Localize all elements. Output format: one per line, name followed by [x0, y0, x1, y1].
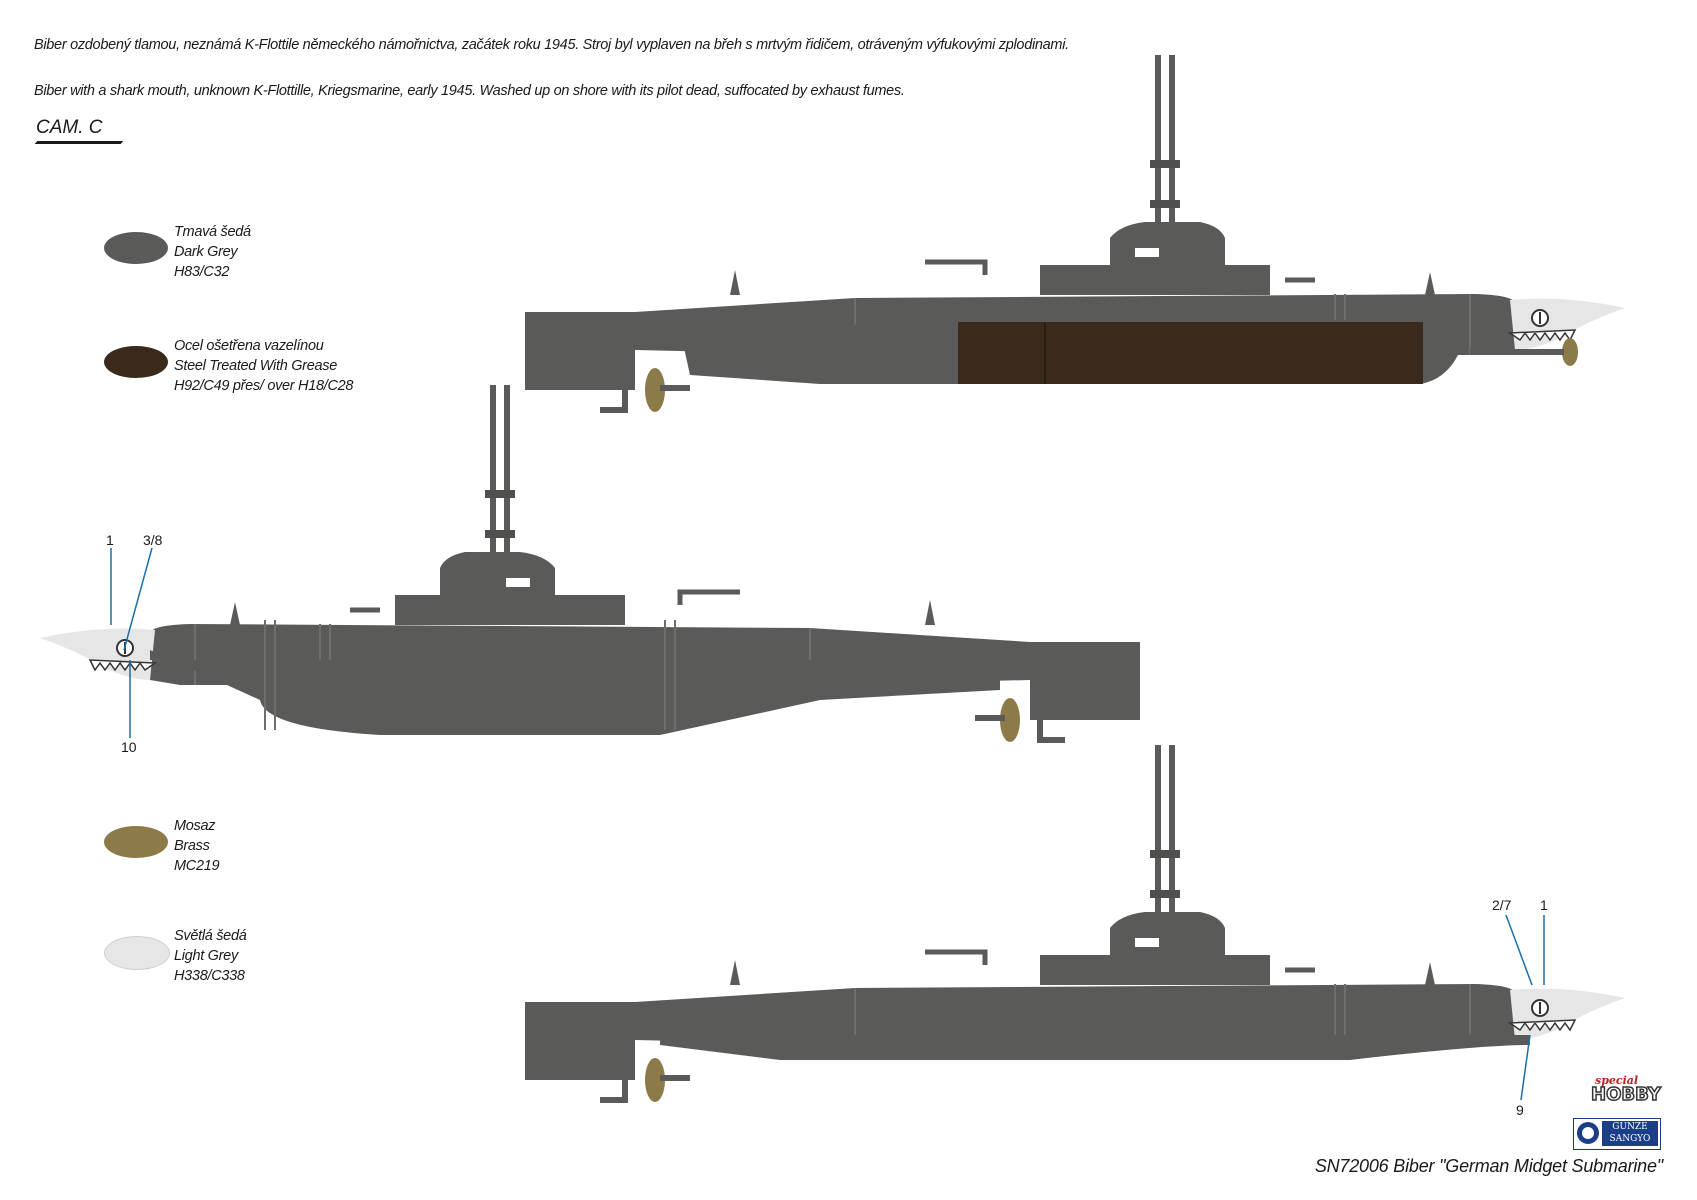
- legend-code: H92/C49 přes/ over H18/C28: [174, 378, 354, 394]
- callout-label: 3/8: [143, 532, 163, 548]
- hull-underside: [150, 650, 1000, 735]
- swatch-steel-grease: [104, 346, 168, 378]
- legend-name-en: Dark Grey: [174, 244, 238, 260]
- legend-name-cz: Světlá šedá: [174, 928, 247, 944]
- legend-code: H83/C32: [174, 264, 230, 280]
- swatch-light-grey: [104, 936, 170, 970]
- torpedo-nose-propeller: [1562, 338, 1578, 366]
- callout-label: 9: [1516, 1102, 1524, 1118]
- callout-label: 1: [106, 532, 114, 548]
- gunze-ring-icon: [1577, 1122, 1599, 1144]
- legend-code: MC219: [174, 858, 220, 874]
- legend-item-brass: Mosaz Brass MC219: [104, 816, 404, 886]
- submarine-starboard-side: 2/7 1 9: [525, 745, 1625, 1118]
- submarine-top-with-torpedo: [525, 55, 1625, 412]
- legend-name-cz: Tmavá šedá: [174, 224, 251, 240]
- torpedo-grease-section: [958, 322, 1423, 384]
- submarine-port-side: 1 3/8 10: [40, 385, 1140, 755]
- special-hobby-logo: special HOBBY: [1590, 1074, 1661, 1106]
- legend-item-steel-grease: Ocel ošetřena vazelínou Steel Treated Wi…: [104, 336, 404, 406]
- swatch-brass: [104, 826, 168, 858]
- caption-czech: Biber ozdobený tlamou, neznámá K-Flottil…: [34, 37, 1069, 53]
- legend-name-cz: Mosaz: [174, 818, 216, 834]
- camo-label: CAM. C: [36, 117, 103, 138]
- legend-item-light-grey: Světlá šedá Light Grey H338/C338: [104, 926, 404, 996]
- callout-label: 10: [121, 739, 137, 755]
- caption-english: Biber with a shark mouth, unknown K-Flot…: [34, 83, 905, 99]
- legend-code: H338/C338: [174, 968, 245, 984]
- legend-name-en: Light Grey: [174, 948, 238, 964]
- gunze-sangyo-logo: GUNZE SANGYO: [1573, 1118, 1661, 1150]
- legend-name-en: Steel Treated With Grease: [174, 358, 337, 374]
- hull-underside: [660, 1035, 1530, 1060]
- swatch-dark-grey: [104, 232, 168, 264]
- product-title: SN72006 Biber "German Midget Submarine": [1314, 1156, 1663, 1176]
- callout-label: 2/7: [1492, 897, 1512, 913]
- legend-name-cz: Ocel ošetřena vazelínou: [174, 338, 324, 354]
- callout-label: 1: [1540, 897, 1548, 913]
- legend-name-en: Brass: [174, 838, 210, 854]
- legend-item-dark-grey: Tmavá šedá Dark Grey H83/C32: [104, 222, 404, 292]
